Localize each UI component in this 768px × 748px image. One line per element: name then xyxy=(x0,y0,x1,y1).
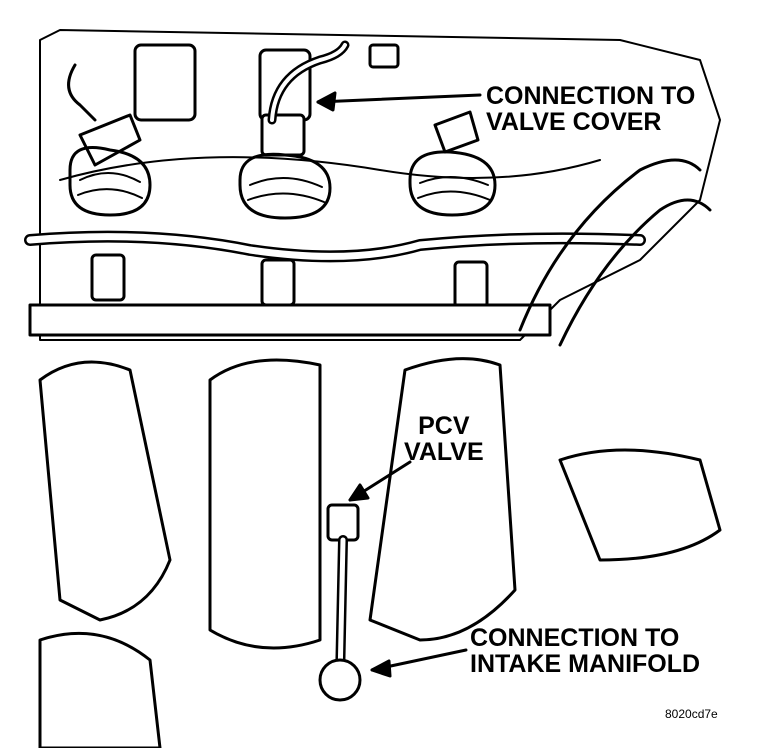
callout-intake-line2: INTAKE MANIFOLD xyxy=(470,650,701,679)
lower-elbow xyxy=(38,631,162,748)
callout-valve-cover: CONNECTION TO VALVE COVER xyxy=(486,83,695,136)
intake-runner-mid xyxy=(208,358,322,650)
top-left-wire xyxy=(67,63,97,122)
air-hose-right xyxy=(518,158,702,332)
valve-cover-outline xyxy=(39,29,721,341)
pcv-hose-upper-inner xyxy=(270,43,347,122)
air-duct-lower xyxy=(558,448,722,562)
injector-2 xyxy=(260,258,296,307)
coil-block-left xyxy=(133,43,197,122)
intake-port xyxy=(318,658,362,702)
callout-pcv-valve: PCV VALVE xyxy=(404,413,484,466)
spark-boot-2 xyxy=(238,113,332,220)
callout-intake-line1: CONNECTION TO xyxy=(470,624,680,652)
intake-runner-right xyxy=(368,357,517,642)
wiring-harness-inner xyxy=(26,233,644,260)
injector-1 xyxy=(90,253,126,302)
connector-top xyxy=(368,43,400,69)
callout-pcv-line2: VALVE xyxy=(404,438,484,467)
fuel-rail xyxy=(28,303,552,337)
leader-pcv xyxy=(348,460,412,502)
callout-intake-manifold: CONNECTION TO INTAKE MANIFOLD xyxy=(470,625,700,678)
callout-valve-cover-line2: VALVE COVER xyxy=(486,108,662,137)
callout-pcv-line1: PCV xyxy=(418,412,470,440)
spark-boot-3 xyxy=(408,110,497,217)
figure-id: 8020cd7e xyxy=(665,707,718,721)
intake-runner-left xyxy=(38,360,172,622)
injector-3 xyxy=(453,260,489,309)
leader-valve-cover xyxy=(316,91,482,112)
pcv-valve-body xyxy=(326,503,360,542)
air-hose-right-2 xyxy=(558,198,712,347)
callout-valve-cover-line1: CONNECTION TO xyxy=(486,82,696,110)
spark-boot-1 xyxy=(68,113,152,217)
pcv-hose-lower-inner xyxy=(337,537,346,683)
leader-intake xyxy=(370,648,468,678)
